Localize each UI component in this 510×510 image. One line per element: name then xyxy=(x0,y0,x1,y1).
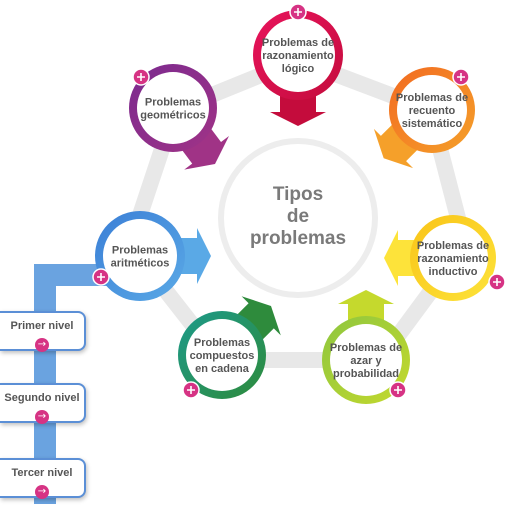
level-label: Primer nivel xyxy=(10,320,74,332)
center-line-2: de xyxy=(287,206,309,227)
node-inner xyxy=(397,75,467,145)
center-line-3: problemas xyxy=(250,228,346,249)
node-label-line: probabilidad xyxy=(333,368,399,380)
node-label-line: inductivo xyxy=(429,266,478,278)
node-label-line: Problemas de xyxy=(396,92,468,104)
node-arrow xyxy=(270,90,326,126)
node-label-line: lógico xyxy=(282,63,315,75)
arrow-right-icon[interactable]: → xyxy=(35,410,49,424)
plus-icon[interactable] xyxy=(452,68,470,86)
plus-icon[interactable] xyxy=(92,268,110,286)
node-inner xyxy=(330,324,402,396)
node-label-line: razonamiento xyxy=(262,50,334,62)
plus-icon[interactable] xyxy=(132,68,150,86)
plus-icon[interactable] xyxy=(389,381,407,399)
node-arrow xyxy=(233,296,281,344)
node-label-line: Problemas xyxy=(194,337,250,349)
node-label-line: Problemas de xyxy=(417,240,489,252)
plus-icon[interactable] xyxy=(488,273,506,291)
node-label-line: recuento xyxy=(409,105,456,117)
node-inner xyxy=(418,223,488,293)
arrow-right-icon[interactable]: → xyxy=(35,338,49,352)
node-inner xyxy=(261,18,335,92)
node-label-line: sistemático xyxy=(402,118,463,130)
node-arrow xyxy=(384,230,420,286)
node-inner xyxy=(137,72,209,144)
node-label-line: Problemas de xyxy=(330,342,402,354)
plus-icon[interactable] xyxy=(289,3,307,21)
node-arrow xyxy=(373,120,422,169)
level-button-3[interactable]: Tercer nivel → xyxy=(0,458,86,499)
node-label-line: aritméticos xyxy=(111,258,170,270)
level-label: Segundo nivel xyxy=(4,392,80,404)
arrow-right-icon[interactable]: → xyxy=(35,485,49,499)
node-label-line: razonamiento xyxy=(417,253,489,265)
level-label: Tercer nivel xyxy=(11,467,73,479)
node-label-line: azar y xyxy=(350,355,382,367)
node-arrow xyxy=(338,290,394,326)
node-label-line: Problemas de xyxy=(262,37,334,49)
node-label-line: geométricos xyxy=(140,110,205,122)
node-inner xyxy=(103,219,177,293)
level-button-1[interactable]: Primer nivel → xyxy=(0,311,86,352)
node-inner xyxy=(186,319,258,391)
node-arrow xyxy=(175,228,211,284)
level-button-2[interactable]: Segundo nivel → xyxy=(0,383,86,424)
node-arrow xyxy=(179,124,229,170)
node-label-line: compuestos xyxy=(190,350,255,362)
center-line-1: Tipos xyxy=(273,184,323,205)
center-hub: Tipos de problemas xyxy=(218,138,378,298)
plus-icon[interactable] xyxy=(182,381,200,399)
node-label-line: en cadena xyxy=(195,363,250,375)
node-label-line: Problemas xyxy=(112,245,168,257)
node-label-line: Problemas xyxy=(145,97,201,109)
